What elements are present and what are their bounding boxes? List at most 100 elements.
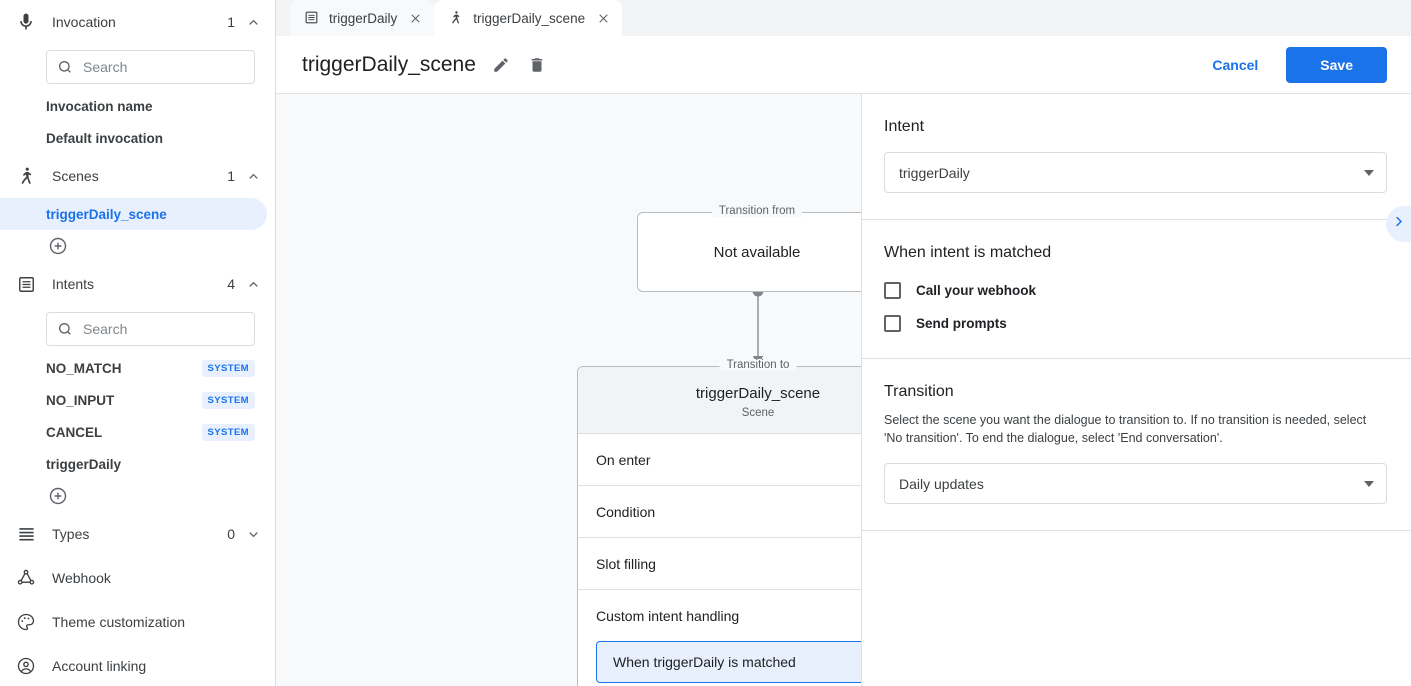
- transition-to-legend: Transition to: [719, 359, 797, 371]
- scene-row-custom-intent-handling: Custom intent handling + When triggerDai…: [578, 590, 861, 686]
- sidebar-section-count: 1: [227, 168, 235, 184]
- sidebar-item-label: triggerDaily_scene: [46, 206, 167, 222]
- cancel-button[interactable]: Cancel: [1198, 48, 1272, 82]
- chevron-right-icon: [1391, 214, 1406, 234]
- intent-list-icon: [304, 10, 320, 26]
- body-area: Transition from Not available Transition…: [276, 94, 1411, 686]
- checkbox-send-prompts[interactable]: Send prompts: [884, 315, 1387, 332]
- status-badge: SYSTEM: [201, 359, 255, 377]
- close-icon[interactable]: [406, 9, 424, 27]
- intents-search-box[interactable]: [46, 312, 255, 346]
- scene-row-label: Slot filling: [596, 555, 656, 572]
- scene-row-condition: Condition +: [578, 486, 861, 538]
- intent-list-icon: [14, 272, 38, 296]
- scene-card-subtitle: Scene: [741, 407, 775, 419]
- scene-row-label: On enter: [596, 451, 651, 468]
- sidebar-item-label: NO_INPUT: [46, 392, 115, 408]
- sidebar-section-scenes[interactable]: Scenes 1: [0, 154, 275, 198]
- intents-search-wrap: [0, 306, 275, 352]
- scene-row-head[interactable]: Slot filling +: [596, 538, 861, 589]
- sidebar-item-account-linking[interactable]: Account linking: [0, 644, 275, 686]
- add-scene-row: [0, 230, 275, 262]
- sidebar-item-label: Theme customization: [52, 614, 186, 630]
- intent-select[interactable]: triggerDaily: [884, 152, 1387, 193]
- sidebar-item-label: Account linking: [52, 658, 147, 674]
- transition-from-value: Not available: [713, 243, 801, 261]
- sidebar-section-invocation[interactable]: Invocation 1: [0, 0, 275, 44]
- page-header: triggerDaily_scene Cancel Save: [276, 36, 1411, 94]
- checkbox-box[interactable]: [884, 282, 901, 299]
- close-icon[interactable]: [594, 9, 612, 27]
- checkbox-call-your-webhook[interactable]: Call your webhook: [884, 282, 1387, 299]
- account-circle-icon: [14, 654, 38, 678]
- sidebar-item-default-invocation[interactable]: Default invocation: [0, 122, 275, 154]
- scene-row-head[interactable]: On enter +: [596, 434, 861, 485]
- webhook-nodes-icon: [14, 566, 38, 590]
- pencil-icon[interactable]: [490, 54, 512, 76]
- tab-label: triggerDaily: [329, 10, 398, 26]
- panel-collapse-handle[interactable]: [1386, 206, 1411, 242]
- sidebar-item-label: Invocation name: [46, 98, 153, 114]
- scene-row-head[interactable]: Condition +: [596, 486, 861, 537]
- scene-row-label: Condition: [596, 503, 656, 520]
- chevron-down-icon: [1364, 480, 1374, 487]
- sidebar-item-triggerdaily[interactable]: triggerDaily: [0, 448, 275, 480]
- sidebar-item-no-input[interactable]: NO_INPUT SYSTEM: [0, 384, 275, 416]
- sidebar-item-types[interactable]: Types 0: [0, 512, 275, 556]
- intents-search-input[interactable]: [83, 321, 244, 337]
- invocation-search-input[interactable]: [83, 59, 244, 75]
- sidebar-section-intents[interactable]: Intents 4: [0, 262, 275, 306]
- scene-row-slot-filling: Slot filling +: [578, 538, 861, 590]
- intent-handler-chip[interactable]: When triggerDaily is matched: [596, 641, 861, 683]
- checkbox-label: Send prompts: [916, 316, 1007, 331]
- scene-row-on-enter: On enter +: [578, 434, 861, 486]
- add-scene-icon[interactable]: [48, 236, 68, 256]
- trash-icon[interactable]: [526, 54, 548, 76]
- scene-card[interactable]: Transition to triggerDaily_scene Scene O…: [577, 359, 861, 686]
- sidebar-section-label: Invocation: [52, 14, 116, 30]
- tab-triggerdaily-scene[interactable]: triggerDaily_scene: [434, 0, 623, 36]
- transition-description: Select the scene you want the dialogue t…: [884, 413, 1367, 446]
- tab-triggerdaily[interactable]: triggerDaily: [290, 0, 435, 36]
- types-lines-icon: [14, 522, 38, 546]
- sidebar-section-count: 1: [227, 14, 235, 30]
- theme-palette-icon: [14, 610, 38, 634]
- page-title: triggerDaily_scene: [302, 52, 476, 76]
- sidebar-item-invocation-name[interactable]: Invocation name: [0, 90, 275, 122]
- scene-card-header: triggerDaily_scene Scene: [578, 367, 861, 434]
- sidebar-item-triggerdaily-scene[interactable]: triggerDaily_scene: [0, 198, 267, 230]
- tab-label: triggerDaily_scene: [473, 10, 586, 26]
- scene-card-name: triggerDaily_scene: [695, 385, 821, 402]
- transition-select[interactable]: Daily updates: [884, 463, 1387, 505]
- panel-section-transition: Transition Select the scene you want the…: [862, 359, 1411, 532]
- invocation-search-box[interactable]: [46, 50, 255, 84]
- checkbox-label: Call your webhook: [916, 283, 1037, 298]
- chevron-up-icon[interactable]: [245, 276, 261, 292]
- tab-bar: triggerDaily triggerDaily_scene: [276, 0, 1411, 36]
- scene-row-label: Custom intent handling: [596, 607, 740, 624]
- sidebar-item-cancel[interactable]: CANCEL SYSTEM: [0, 416, 275, 448]
- add-intent-icon[interactable]: [48, 486, 68, 506]
- when-matched-heading: When intent is matched: [884, 244, 1052, 261]
- panel-section-intent: Intent triggerDaily: [862, 94, 1411, 220]
- chevron-up-icon[interactable]: [245, 168, 261, 184]
- sidebar-item-theme-customization[interactable]: Theme customization: [0, 600, 275, 644]
- chevron-up-icon[interactable]: [245, 14, 261, 30]
- status-badge: SYSTEM: [201, 423, 255, 441]
- scene-canvas[interactable]: Transition from Not available Transition…: [276, 94, 862, 686]
- save-button[interactable]: Save: [1286, 46, 1387, 83]
- transition-select-value: Daily updates: [899, 475, 984, 492]
- transition-from-node[interactable]: Transition from Not available: [637, 205, 861, 292]
- status-badge: SYSTEM: [201, 391, 255, 409]
- properties-panel: Intent triggerDaily When intent is match…: [862, 94, 1411, 686]
- scene-walk-icon: [448, 10, 464, 26]
- sidebar-item-no-match[interactable]: NO_MATCH SYSTEM: [0, 352, 275, 384]
- checkbox-box[interactable]: [884, 315, 901, 332]
- sidebar-item-label: Types: [52, 526, 90, 542]
- scene-walk-icon: [14, 164, 38, 188]
- scene-row-head[interactable]: Custom intent handling +: [596, 590, 861, 641]
- sidebar: Invocation 1 Invocation name Default inv…: [0, 0, 276, 686]
- sidebar-item-webhook[interactable]: Webhook: [0, 556, 275, 600]
- chevron-down-icon[interactable]: [245, 526, 261, 542]
- transition-heading: Transition: [884, 383, 954, 400]
